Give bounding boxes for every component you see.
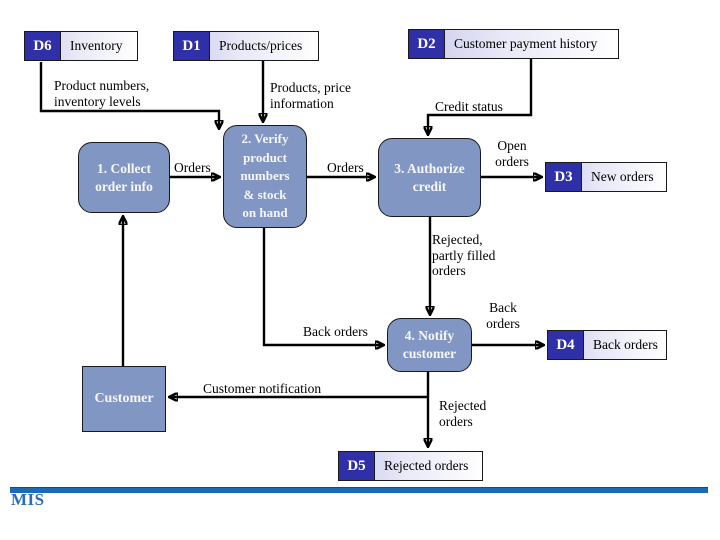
flow-label-back-orders-right: Back orders xyxy=(486,300,520,331)
process-1-collect-order-info: 1. Collect order info xyxy=(78,142,170,213)
datastore-d3-id: D3 xyxy=(546,163,582,191)
datastore-d6-label: Inventory xyxy=(70,38,123,53)
datastore-d5-label: Rejected orders xyxy=(384,458,469,473)
flow-label-product-numbers: Product numbers, inventory levels xyxy=(54,78,150,109)
arrow-d2-to-p3 xyxy=(428,59,533,134)
datastore-d6-id: D6 xyxy=(25,32,61,60)
flow-label-open-orders: Open orders xyxy=(495,138,529,169)
flow-label-rejected-orders: Rejected orders xyxy=(439,398,487,429)
footer-divider xyxy=(10,487,708,493)
footer-logo: MIS xyxy=(11,490,45,509)
arrow-d6-to-p2 xyxy=(39,62,219,128)
flow-label-products-price: Products, price information xyxy=(270,80,351,111)
flow-label-orders-1: Orders xyxy=(174,160,211,175)
datastore-d1-label: Products/prices xyxy=(219,38,303,53)
datastore-d5: D5 Rejected orders xyxy=(338,451,483,481)
datastore-d2-id: D2 xyxy=(409,30,445,58)
datastore-d3-label: New orders xyxy=(591,169,654,184)
flow-label-back-orders-left: Back orders xyxy=(303,324,368,339)
datastore-d2: D2 Customer payment history xyxy=(408,29,619,59)
process-4-notify-customer: 4. Notify customer xyxy=(387,318,472,372)
process-2-verify-product: 2. Verify product numbers & stock on han… xyxy=(223,125,307,228)
datastore-d4-id: D4 xyxy=(548,331,584,359)
flow-label-rejected-partly-filled: Rejected, partly filled orders xyxy=(432,232,496,278)
datastore-d4: D4 Back orders xyxy=(547,330,667,360)
datastore-d2-label: Customer payment history xyxy=(454,36,598,51)
datastore-d4-label: Back orders xyxy=(593,337,658,352)
datastore-d1-id: D1 xyxy=(174,32,210,60)
datastore-d1: D1 Products/prices xyxy=(173,31,319,61)
flow-label-customer-notification: Customer notification xyxy=(203,381,322,396)
datastore-d6: D6 Inventory xyxy=(24,31,138,61)
datastore-d5-id: D5 xyxy=(339,452,375,480)
arrow-p2-to-p4-back-orders xyxy=(262,228,383,345)
flow-label-orders-2: Orders xyxy=(327,160,364,175)
process-3-authorize-credit: 3. Authorize credit xyxy=(378,138,481,217)
entity-customer: Customer xyxy=(82,366,166,432)
datastore-d3: D3 New orders xyxy=(545,162,667,192)
flow-label-credit-status: Credit status xyxy=(435,99,503,114)
